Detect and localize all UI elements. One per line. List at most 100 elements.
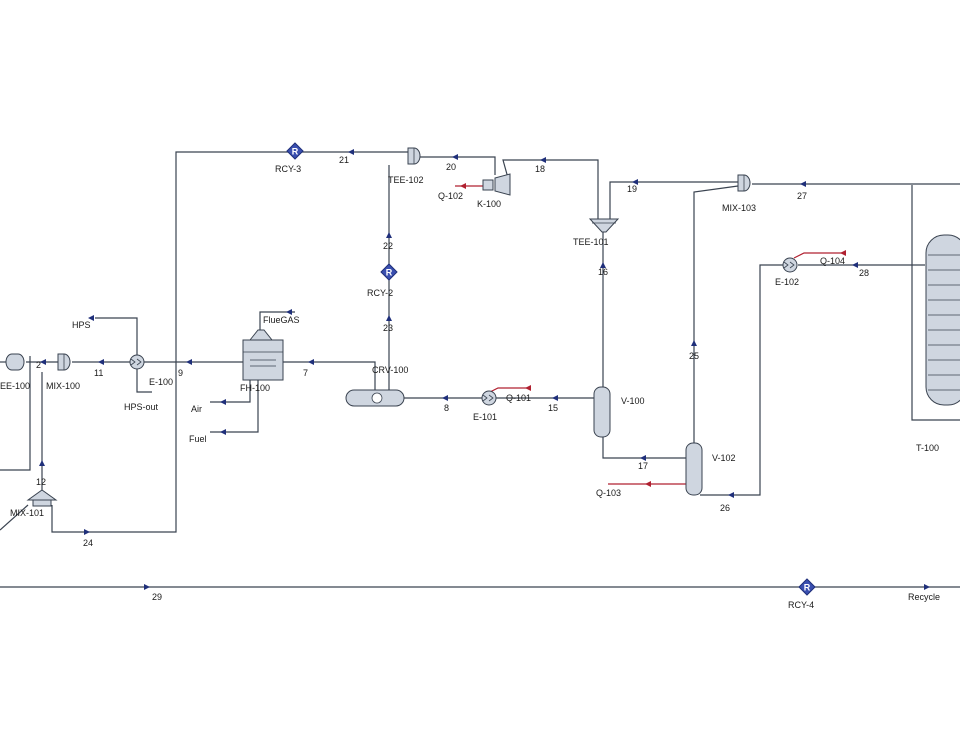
tee-101-splitter[interactable] (588, 218, 620, 233)
label-mix-103: MIX-103 (722, 203, 756, 213)
q101-energy-stream[interactable] (489, 387, 530, 393)
label-stream-26: 26 (720, 503, 730, 513)
arrow-16 (600, 262, 606, 268)
e-101-cooler[interactable] (481, 390, 497, 406)
arrow-fuel (220, 429, 226, 435)
label-stream-24: 24 (83, 538, 93, 548)
e-100-heat-exchanger[interactable] (129, 354, 145, 370)
fh-100-fired-heater[interactable] (242, 329, 284, 381)
label-k-100: K-100 (477, 199, 501, 209)
stream-18-pipe[interactable] (502, 159, 599, 220)
svg-text:R: R (804, 583, 811, 593)
arrow-24 (84, 529, 90, 535)
arrow-28 (852, 262, 858, 268)
label-tee-101: TEE-101 (573, 237, 609, 247)
fluegas-pipe[interactable] (259, 311, 295, 337)
arrow-25 (691, 340, 697, 346)
hps-out-pipe[interactable] (136, 369, 152, 393)
label-hps: HPS (72, 320, 91, 330)
material-streams (0, 151, 960, 588)
label-air: Air (191, 404, 202, 414)
label-stream-22: 22 (383, 241, 393, 251)
t100-frame-pipe (911, 185, 960, 421)
left-loop-pipe (0, 356, 31, 471)
label-stream-28: 28 (859, 268, 869, 278)
mix-101-mixer[interactable] (26, 489, 58, 507)
label-stream-2: 2 (36, 360, 41, 370)
label-q-101: Q-101 (506, 393, 531, 403)
hps-pipe[interactable] (95, 317, 138, 355)
crv-100-reactor[interactable] (345, 389, 405, 407)
rcy-4-block[interactable]: R (798, 578, 816, 596)
t-100-column[interactable] (925, 234, 960, 406)
tee-100-splitter[interactable] (5, 353, 25, 371)
label-tee-102: TEE-102 (388, 175, 424, 185)
arrow-11 (98, 359, 104, 365)
label-stream-20: 20 (446, 162, 456, 172)
label-stream-27: 27 (797, 191, 807, 201)
label-stream-17: 17 (638, 461, 648, 471)
label-stream-25: 25 (689, 351, 699, 361)
arrow-29 (144, 584, 150, 590)
label-t-100: T-100 (916, 443, 939, 453)
label-rcy-4: RCY-4 (788, 600, 814, 610)
e-102-heater[interactable] (782, 257, 798, 273)
rcy-2-block[interactable]: R (380, 263, 398, 281)
v-100-separator[interactable] (593, 386, 611, 438)
arrow-18 (540, 157, 546, 163)
arrow-8 (442, 395, 448, 401)
label-rcy-3: RCY-3 (275, 164, 301, 174)
label-recycle: Recycle (908, 592, 940, 602)
rcy-3-block[interactable]: R (286, 142, 304, 160)
label-tee-100: EE-100 (0, 381, 30, 391)
arrow-27 (800, 181, 806, 187)
arrow-26 (728, 492, 734, 498)
label-fh-100: FH-100 (240, 383, 270, 393)
label-stream-15: 15 (548, 403, 558, 413)
tee-102-splitter[interactable] (407, 147, 421, 165)
arrow-23 (386, 315, 392, 321)
stream-7-pipe[interactable] (283, 361, 376, 390)
labels: RCY-3 21 TEE-102 20 18 Q-102 K-100 19 MI… (0, 155, 940, 610)
arrow-q102 (460, 183, 466, 189)
label-stream-11: 11 (94, 368, 103, 378)
label-crv-100: CRV-100 (372, 365, 408, 375)
stream-arrows (39, 149, 930, 590)
label-stream-9: 9 (178, 368, 183, 378)
label-fluegas: FlueGAS (263, 315, 300, 325)
stream-20-pipe[interactable] (420, 156, 496, 175)
arrow-7 (308, 359, 314, 365)
stream-17-pipe[interactable] (602, 437, 686, 459)
arrow-15 (552, 395, 558, 401)
label-q-103: Q-103 (596, 488, 621, 498)
arrow-fluegas (286, 309, 292, 315)
label-hps-out: HPS-out (124, 402, 159, 412)
arrow-9 (186, 359, 192, 365)
stream-25-pipe[interactable] (693, 185, 739, 446)
stream-24-pipe[interactable] (51, 362, 177, 533)
v-102-separator[interactable] (685, 442, 703, 496)
label-e-101: E-101 (473, 412, 497, 422)
arrow-2 (40, 359, 46, 365)
arrow-hps (88, 315, 94, 321)
label-stream-18: 18 (535, 164, 545, 174)
arrow-19 (632, 179, 638, 185)
arrow-17 (640, 455, 646, 461)
k-100-compressor[interactable] (482, 173, 511, 196)
label-stream-19: 19 (627, 184, 637, 194)
mix-103-mixer[interactable] (737, 174, 751, 192)
mix-100-mixer[interactable] (57, 353, 71, 371)
label-mix-100: MIX-100 (46, 381, 80, 391)
label-v-102: V-102 (712, 453, 736, 463)
stream-19-pipe[interactable] (609, 181, 738, 222)
label-mix-101: MIX-101 (10, 508, 44, 518)
label-stream-8: 8 (444, 403, 449, 413)
arrow-recycle (924, 584, 930, 590)
svg-text:R: R (292, 147, 299, 157)
label-stream-23: 23 (383, 323, 393, 333)
arrow-air (220, 399, 226, 405)
stream-21-pipe[interactable] (175, 151, 410, 362)
label-q-102: Q-102 (438, 191, 463, 201)
label-e-102: E-102 (775, 277, 799, 287)
q104-energy-stream[interactable] (793, 252, 845, 259)
